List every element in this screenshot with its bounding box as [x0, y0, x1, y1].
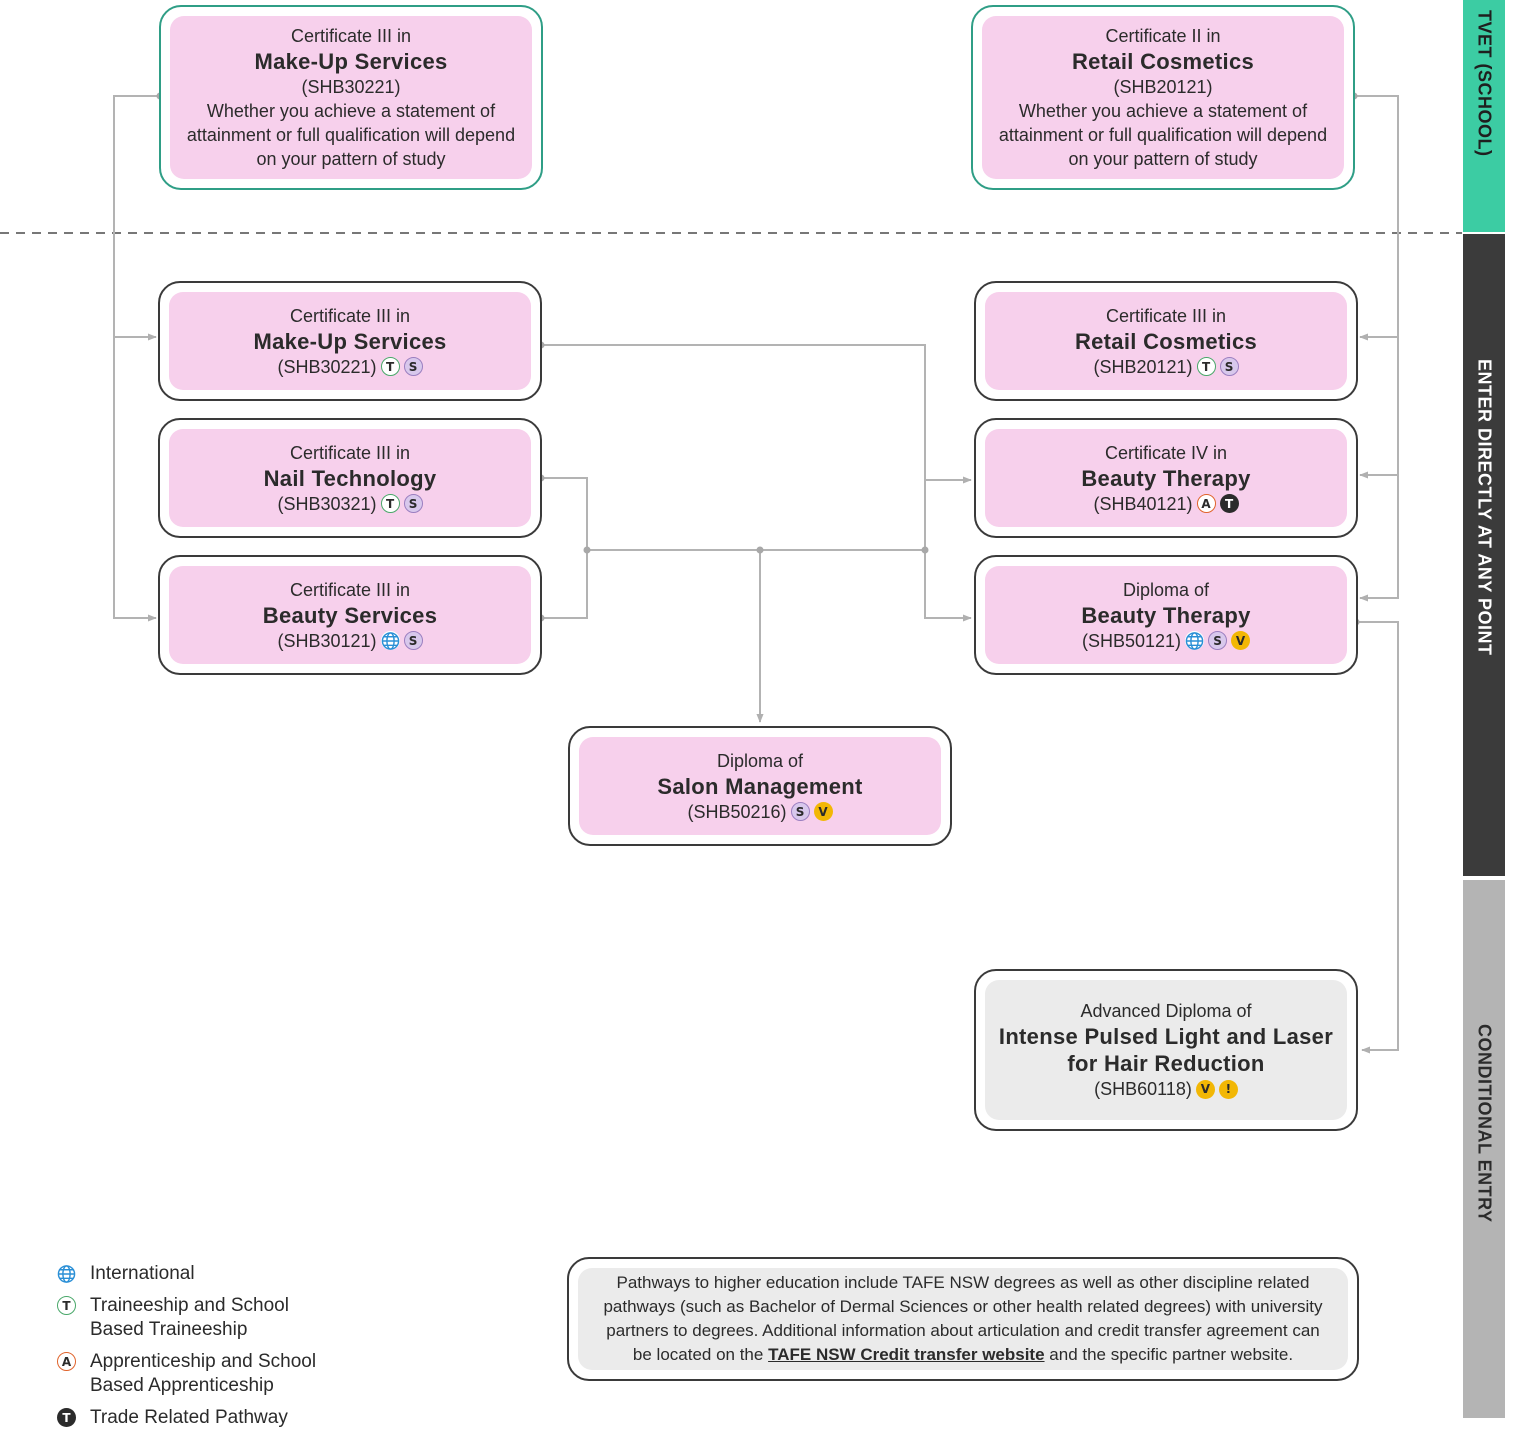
card-note: Whether you achieve a statement of attai… [998, 101, 1328, 169]
legend: International T Traineeship and School B… [55, 1262, 395, 1438]
sidebar-label: TVET (SCHOOL) [1474, 10, 1495, 157]
traineeship-icon: T [380, 494, 400, 513]
card-pre: Certificate III in [289, 442, 411, 463]
card-codeline: (SHB50121) S V [1081, 629, 1251, 653]
card-pre: Certificate III in [290, 26, 412, 46]
connector-to-advanced [1356, 621, 1399, 1054]
higher-education-note: Pathways to higher education include TAF… [567, 1257, 1359, 1381]
legend-label: Apprenticeship and School Based Apprenti… [90, 1351, 317, 1396]
card-codeline: (SHB50216) S V [687, 800, 833, 824]
card-codeline: (SHB30221) T S [277, 355, 423, 379]
card-codeline: (SHB40121) A T [1093, 492, 1239, 516]
traineeship-icon: T [380, 357, 400, 376]
card-code: (SHB20121) [1093, 356, 1193, 377]
legend-label: International [90, 1263, 195, 1284]
card-salon-management[interactable]: Diploma of Salon Management (SHB50216) S… [568, 726, 952, 846]
card-pre: Diploma of [716, 750, 804, 771]
card-codeline: (SHB60118) V ! [1094, 1077, 1238, 1101]
card-title: Salon Management [657, 773, 863, 799]
card-title: Make-Up Services [254, 49, 448, 74]
legend-item-international: International [55, 1262, 395, 1286]
legend-item-traineeship: T Traineeship and School Based Traineesh… [55, 1294, 395, 1342]
school-based-icon: S [1208, 631, 1228, 650]
card-codeline: (SHB30321) T S [277, 492, 423, 516]
card-pre: Certificate III in [1105, 305, 1227, 326]
vet-student-loan-icon: V [1195, 1079, 1215, 1099]
globe-icon [57, 1264, 76, 1283]
school-based-icon: S [403, 494, 423, 513]
card-pre: Advanced Diploma of [1080, 1001, 1252, 1021]
card-pre: Diploma of [1122, 579, 1210, 600]
apprenticeship-icon: A [1196, 494, 1216, 513]
traineeship-icon: T [1196, 357, 1216, 376]
card-title: Beauty Services [262, 602, 438, 628]
card-codeline: (SHB20121) T S [1093, 355, 1239, 379]
vet-student-loan-icon: V [1231, 631, 1251, 650]
card-code: (SHB30321) [277, 493, 377, 514]
card-tvet-makeup-services[interactable]: Certificate III in Make-Up Services (SHB… [159, 5, 543, 190]
card-pre: Certificate II in [1105, 26, 1221, 46]
card-code: (SHB30221) [301, 77, 401, 97]
trade-pathway-icon: T [1219, 494, 1239, 513]
card-code: (SHB30221) [277, 356, 377, 377]
sidebar-label: CONDITIONAL ENTRY [1474, 1024, 1495, 1223]
apprenticeship-icon: A [57, 1352, 76, 1371]
sidebar-enter-directly: ENTER DIRECTLY AT ANY POINT [1463, 234, 1505, 876]
connector-makeup-right [541, 344, 972, 622]
footer-text-after: and the specific partner website. [1049, 1345, 1294, 1364]
card-title: Nail Technology [263, 465, 437, 491]
traineeship-icon: T [57, 1296, 76, 1315]
legend-label: Traineeship and School Based Traineeship [90, 1295, 289, 1340]
card-advanced-diploma-ipl[interactable]: Advanced Diploma of Intense Pulsed Light… [974, 969, 1358, 1131]
card-code: (SHB20121) [1113, 77, 1213, 97]
card-title: Beauty Therapy [1081, 602, 1251, 628]
footer-text: Pathways to higher education include TAF… [598, 1271, 1328, 1367]
card-title: Make-Up Services [253, 328, 447, 354]
card-retail-cosmetics[interactable]: Certificate III in Retail Cosmetics (SHB… [974, 281, 1358, 401]
card-note: Whether you achieve a statement of attai… [186, 101, 516, 169]
card-beauty-services[interactable]: Certificate III in Beauty Services (SHB3… [158, 555, 542, 675]
sidebar-conditional-entry: CONDITIONAL ENTRY [1463, 880, 1505, 1418]
card-tvet-retail-cosmetics[interactable]: Certificate II in Retail Cosmetics (SHB2… [971, 5, 1355, 190]
card-makeup-services[interactable]: Certificate III in Make-Up Services (SHB… [158, 281, 542, 401]
sidebar-tvet-school: TVET (SCHOOL) [1463, 0, 1505, 232]
card-code: (SHB50216) [687, 801, 787, 822]
card-pre: Certificate III in [289, 305, 411, 326]
connector-tvet-left [113, 95, 160, 622]
card-code: (SHB40121) [1093, 493, 1193, 514]
card-title: Beauty Therapy [1081, 465, 1251, 491]
vet-student-loan-icon: V [813, 802, 833, 821]
card-title: Retail Cosmetics [1074, 328, 1258, 354]
connector-nail [541, 477, 588, 619]
school-based-icon: S [1219, 357, 1239, 376]
card-code: (SHB60118) [1094, 1079, 1192, 1099]
school-based-icon: S [403, 357, 423, 376]
card-pre: Certificate IV in [1104, 442, 1228, 463]
school-based-icon: S [790, 802, 810, 821]
card-title: Retail Cosmetics [1071, 49, 1255, 74]
card-code: (SHB50121) [1081, 630, 1182, 651]
footer-text-before: Pathways to higher education include TAF… [603, 1273, 1323, 1364]
card-cert4-beauty-therapy[interactable]: Certificate IV in Beauty Therapy (SHB401… [974, 418, 1358, 538]
card-pre: Certificate III in [289, 579, 411, 600]
card-code: (SHB30121) [277, 630, 377, 651]
legend-label: Trade Related Pathway [90, 1407, 288, 1428]
school-based-icon: S [403, 631, 423, 650]
card-diploma-beauty-therapy[interactable]: Diploma of Beauty Therapy (SHB50121) S V [974, 555, 1358, 675]
card-nail-technology[interactable]: Certificate III in Nail Technology (SHB3… [158, 418, 542, 538]
card-title: Intense Pulsed Light and Laser for Hair … [998, 1024, 1334, 1076]
sidebar-label: ENTER DIRECTLY AT ANY POINT [1474, 359, 1495, 656]
credit-transfer-link[interactable]: TAFE NSW Credit transfer website [768, 1345, 1045, 1364]
alert-icon: ! [1218, 1079, 1238, 1099]
connector-tvet-right [1354, 95, 1399, 602]
globe-icon [1185, 631, 1205, 650]
globe-icon [380, 631, 400, 650]
card-codeline: (SHB30121) S [277, 629, 423, 653]
legend-item-trade: T Trade Related Pathway [55, 1406, 395, 1430]
legend-item-apprenticeship: A Apprenticeship and School Based Appren… [55, 1350, 395, 1398]
